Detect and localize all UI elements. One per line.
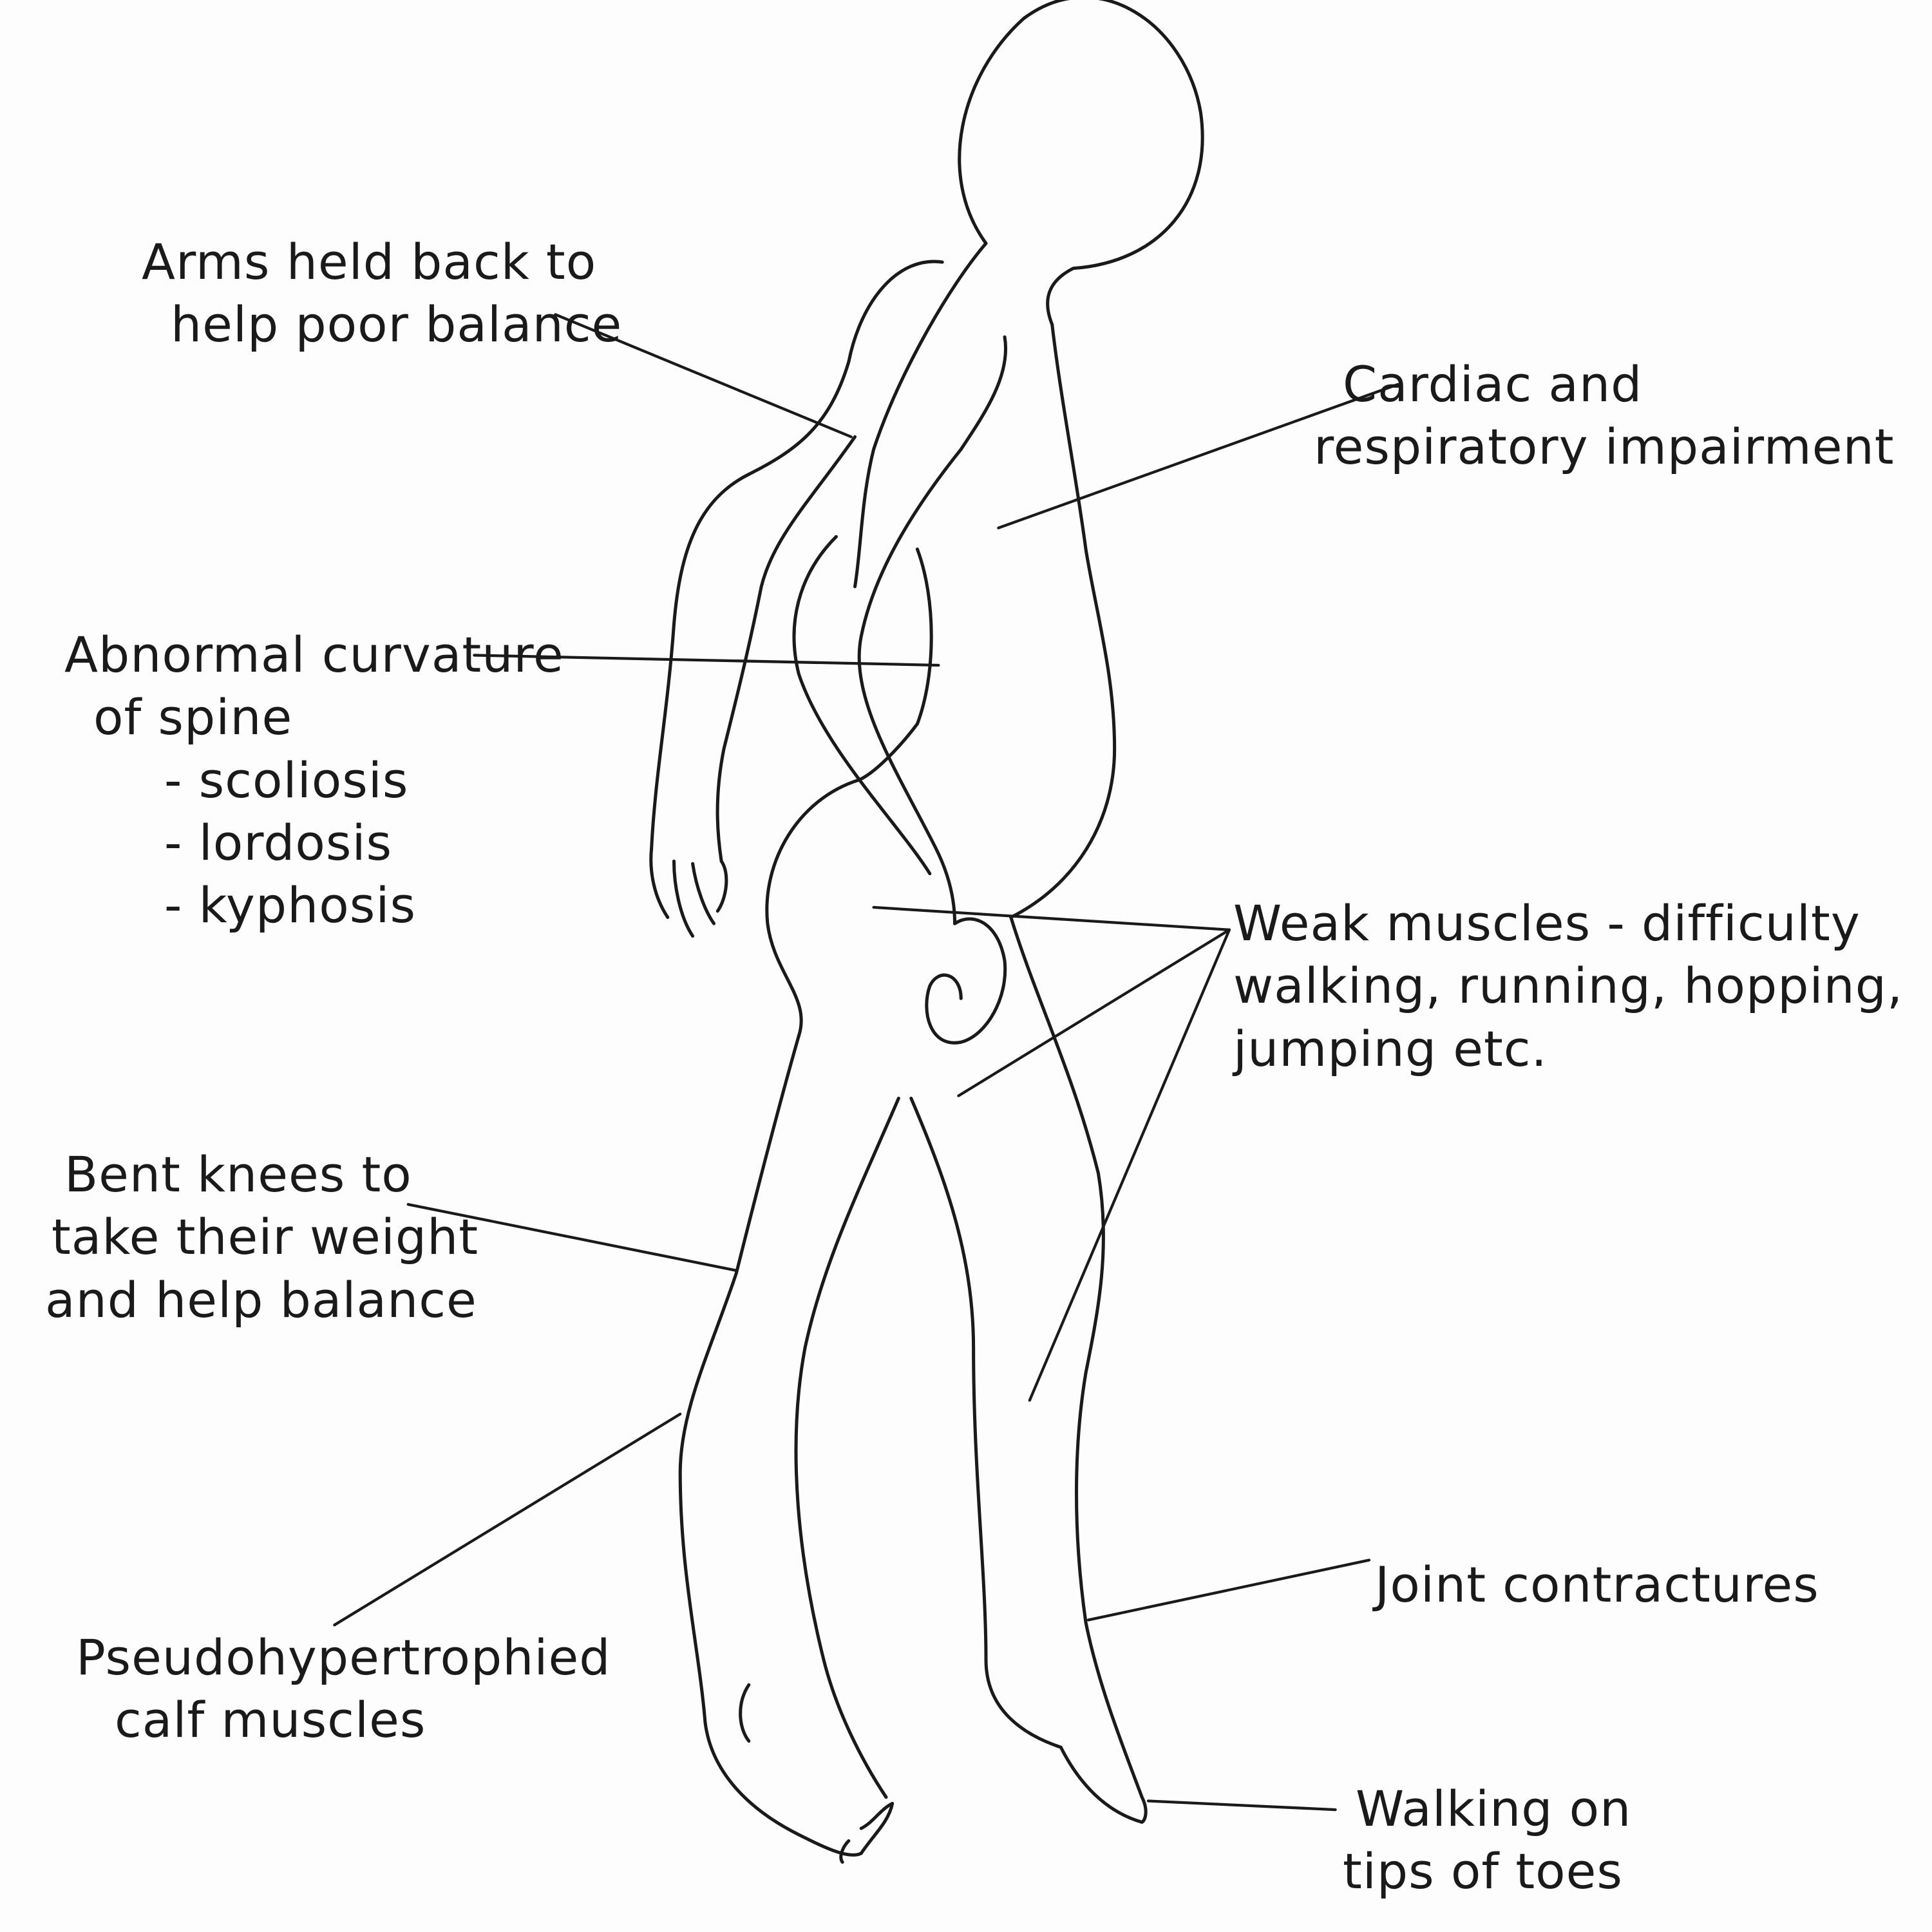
back-leg-inner [794, 1096, 900, 1799]
leader-joint [1086, 1558, 1371, 1622]
leader-spine [473, 654, 940, 667]
label-cardiac-respiratory: Cardiac and respiratory impairment [1314, 353, 1895, 478]
leader-cardiac [997, 383, 1399, 529]
label-pseudohypertrophied: Pseudohypertrophied calf muscles [76, 1626, 611, 1752]
front-leg-front [909, 1096, 1144, 1824]
label-line: tips of toes [1343, 1842, 1623, 1900]
hip-outline [765, 778, 860, 1038]
label-line: of spine [93, 688, 293, 746]
label-line: and help balance [45, 1271, 477, 1329]
chest-outline [853, 242, 988, 589]
leader-knees [406, 1203, 738, 1272]
back-arm-outline [650, 260, 944, 851]
label-line: help poor balance [171, 296, 623, 354]
label-line: Walking on [1356, 1780, 1632, 1837]
label-line: jumping etc. [1233, 1019, 1548, 1077]
label-bent-knees: Bent knees to take their weight and help… [45, 1143, 478, 1331]
leader-toes [1146, 1799, 1337, 1812]
label-line: respiratory impairment [1314, 418, 1895, 476]
label-weak-muscles: Weak muscles - difficulty walking, runni… [1233, 892, 1903, 1080]
label-line: Weak muscles - difficulty [1233, 895, 1861, 952]
back-calf-crease [739, 1683, 751, 1743]
leader-weak-2 [957, 928, 1231, 1097]
label-line: Cardiac and [1343, 355, 1643, 413]
label-line: - lordosis [164, 813, 393, 871]
label-abnormal-spine: Abnormal curvature of spine - scoliosis … [64, 623, 564, 936]
back-hand [649, 847, 728, 938]
head-outline [958, 0, 1204, 327]
label-walking-toes: Walking on tips of toes [1343, 1777, 1631, 1903]
label-arms-held-back: Arms held back to help poor balance [142, 231, 622, 356]
front-arm-inner [792, 535, 932, 876]
label-line: Joint contractures [1375, 1556, 1819, 1613]
leader-weak-1 [872, 905, 1231, 931]
label-line: - scoliosis [164, 751, 409, 809]
label-line: Pseudohypertrophied [76, 1629, 611, 1686]
back-arm-inner [715, 435, 857, 863]
label-line: calf muscles [115, 1691, 426, 1749]
belly-outline [857, 547, 933, 782]
label-line: Abnormal curvature [64, 626, 564, 683]
label-line: take their weight [52, 1208, 479, 1266]
label-joint-contractures: Joint contractures [1375, 1553, 1819, 1616]
label-line: Bent knees to [64, 1146, 412, 1203]
label-line: walking, running, hopping, [1233, 957, 1904, 1015]
front-hand [925, 917, 1007, 1045]
leader-weak-3 [1028, 928, 1231, 1402]
front-arm-outer [857, 335, 1008, 925]
leader-calf [333, 1412, 682, 1627]
back-foot-toes [839, 1801, 895, 1864]
back-leg-outer [678, 1034, 863, 1857]
label-line: Arms held back to [142, 233, 597, 290]
back-outline [1009, 323, 1117, 919]
label-line: - kyphosis [164, 876, 417, 934]
front-leg-back [1009, 915, 1148, 1824]
leader-arms [554, 313, 853, 439]
